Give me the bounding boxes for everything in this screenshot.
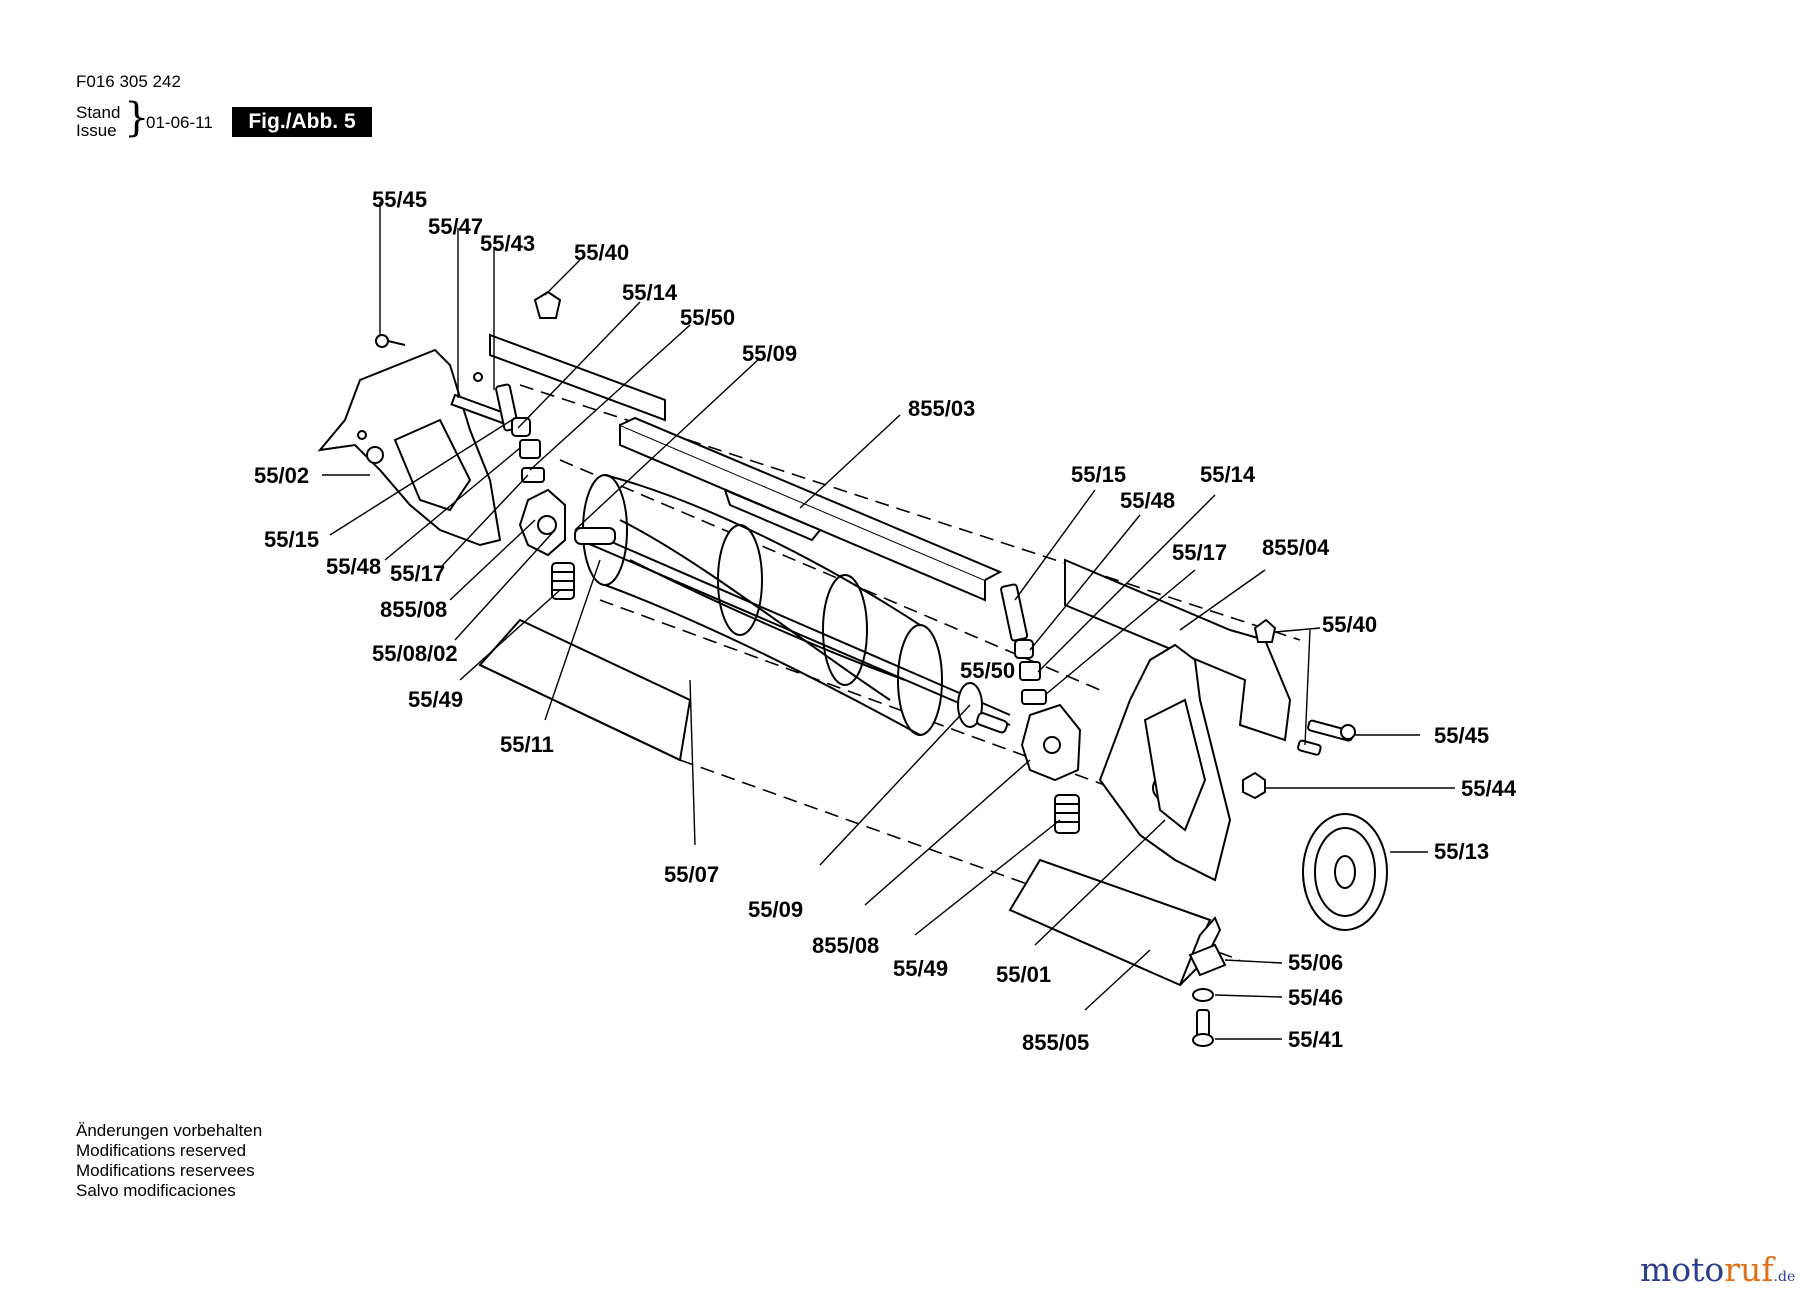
- label-55-09-bottom: 55/09: [748, 897, 803, 922]
- label-855-03: 855/03: [908, 396, 975, 421]
- washer-55-46: [1192, 988, 1214, 1002]
- label-55-48-right: 55/48: [1120, 488, 1175, 513]
- top-rail-left: [489, 333, 666, 422]
- issue-label: Issue: [76, 121, 117, 140]
- label-55-45-right: 55/45: [1434, 723, 1489, 748]
- footer-line: Modifications reservees: [76, 1161, 255, 1180]
- label-55-15-right: 55/15: [1071, 462, 1126, 487]
- issue-date: 01-06-11: [146, 113, 213, 132]
- leader-lines: [322, 202, 1455, 1040]
- label-55-45-top: 55/45: [372, 187, 427, 212]
- right-top-screw: [1253, 618, 1277, 643]
- left-washer: [521, 467, 545, 483]
- right-washer: [1021, 689, 1047, 705]
- figure-label: Fig./Abb. 5: [232, 107, 372, 137]
- footer-line: Änderungen vorbehalten: [76, 1121, 263, 1140]
- brand-logo: motoruf.de: [1640, 1250, 1795, 1289]
- label-55-17-right: 55/17: [1172, 540, 1227, 565]
- label-855-04: 855/04: [1262, 535, 1330, 560]
- left-nut: [519, 439, 541, 459]
- label-55-43: 55/43: [480, 231, 535, 256]
- label-55-50-right: 55/50: [960, 658, 1015, 683]
- label-855-05: 855/05: [1022, 1030, 1089, 1055]
- label-55-06: 55/06: [1288, 950, 1343, 975]
- label-55-08-02: 55/08/02: [372, 641, 458, 666]
- reel-right-shaft: [976, 712, 1009, 734]
- document-number: F016 305 242: [76, 72, 181, 91]
- footer-line: Modifications reserved: [76, 1141, 247, 1160]
- label-55-11: 55/11: [500, 732, 554, 757]
- label-55-01: 55/01: [996, 962, 1051, 987]
- label-55-49-right: 55/49: [893, 956, 948, 981]
- right-bushing: [1014, 639, 1034, 659]
- label-55-48-left: 55/48: [326, 554, 381, 579]
- label-55-02: 55/02: [254, 463, 309, 488]
- brace-glyph: }: [124, 95, 150, 141]
- stand-issue-label: Stand Issue: [76, 104, 120, 140]
- part-labels: 55/45 55/47 55/43 55/40 55/14 55/50 55/0…: [254, 187, 1517, 1055]
- label-55-40-right: 55/40: [1322, 612, 1377, 637]
- right-nut-55-44: [1242, 771, 1266, 800]
- footer-line: Salvo modificaciones: [76, 1181, 236, 1200]
- label-55-15-left: 55/15: [264, 527, 319, 552]
- right-nut: [1019, 661, 1041, 681]
- label-855-08-left: 855/08: [380, 597, 447, 622]
- label-55-13: 55/13: [1434, 839, 1489, 864]
- blade-bracket: [1188, 943, 1227, 977]
- label-55-07: 55/07: [664, 862, 719, 887]
- label-55-46: 55/46: [1288, 985, 1343, 1010]
- label-55-40-top: 55/40: [574, 240, 629, 265]
- top-screw: [533, 290, 562, 319]
- roller-bar: [619, 423, 986, 602]
- label-55-14-left: 55/14: [622, 280, 678, 305]
- reel-left-shaft: [574, 527, 616, 545]
- label-55-50-left: 55/50: [680, 305, 735, 330]
- right-small-screw: [1297, 739, 1322, 756]
- lower-blade-right: [1008, 858, 1212, 987]
- right-spring: [1054, 794, 1080, 834]
- label-55-49-left: 55/49: [408, 687, 463, 712]
- left-bushing: [511, 417, 531, 437]
- brand-suffix: .de: [1773, 1269, 1796, 1285]
- label-855-08-right: 855/08: [812, 933, 879, 958]
- label-55-47: 55/47: [428, 214, 483, 239]
- brand-accent: ruf: [1724, 1250, 1774, 1289]
- left-spring: [551, 562, 575, 600]
- label-55-44: 55/44: [1461, 776, 1517, 801]
- label-55-17-left: 55/17: [390, 561, 445, 586]
- brand-main: moto: [1640, 1250, 1725, 1289]
- left-screw-head: [375, 334, 389, 348]
- plate-screw: [473, 372, 483, 382]
- footer-notes: Änderungen vorbehalten Modifications res…: [76, 1121, 262, 1201]
- label-55-14-right: 55/14: [1200, 462, 1256, 487]
- cutting-reel: [574, 474, 1011, 736]
- label-55-41: 55/41: [1288, 1027, 1343, 1052]
- stand-label: Stand: [76, 103, 121, 122]
- wheel: [1302, 813, 1388, 931]
- label-55-09-top: 55/09: [742, 341, 797, 366]
- right-threaded-rod: [1000, 583, 1029, 642]
